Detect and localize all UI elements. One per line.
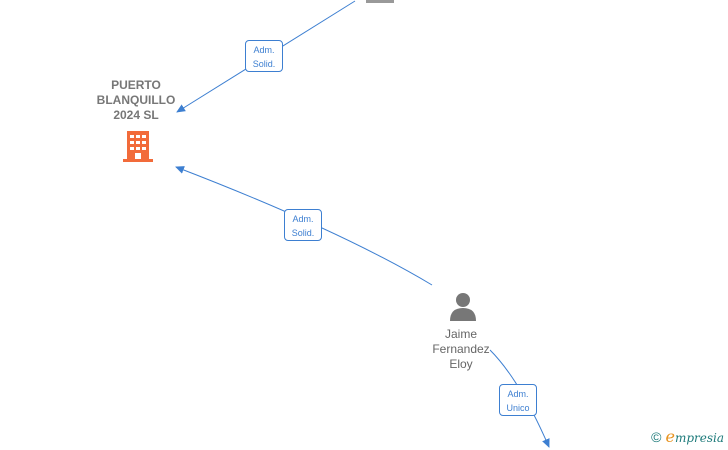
company-name-line-1: PUERTO xyxy=(111,78,161,92)
company-name-line-2: BLANQUILLO xyxy=(96,93,176,107)
person-node-label[interactable]: Jaime Fernandez Eloy xyxy=(416,327,506,372)
offscreen-node-icon xyxy=(366,0,394,3)
edge-bottom-label[interactable]: Adm. Unico xyxy=(499,384,537,416)
edge-top-label[interactable]: Adm. Solid. xyxy=(245,40,283,72)
copyright-icon: © xyxy=(651,429,662,445)
company-node-label[interactable]: PUERTO BLANQUILLO 2024 SL xyxy=(86,78,186,123)
brand-logo-e: e xyxy=(665,427,675,446)
edge-bottom-label-line-2: Unico xyxy=(506,403,530,413)
empresia-watermark: ©empresia xyxy=(651,427,724,446)
edge-bottom-label-line-1: Adm. xyxy=(507,389,529,399)
person-name-line-3: Eloy xyxy=(449,357,473,371)
edge-middle-label-line-2: Solid. xyxy=(291,228,315,238)
company-name-line-3: 2024 SL xyxy=(113,108,159,122)
brand-logo-text: mpresia xyxy=(674,431,724,445)
person-name-line-1: Jaime xyxy=(444,327,477,341)
edge-middle-label[interactable]: Adm. Solid. xyxy=(284,209,322,241)
person-name-line-2: Fernandez xyxy=(432,342,490,356)
edge-top-label-line-1: Adm. xyxy=(253,45,275,55)
edge-middle-label-line-1: Adm. xyxy=(292,214,314,224)
building-icon[interactable] xyxy=(121,129,155,163)
person-icon[interactable] xyxy=(448,291,478,321)
edge-top-label-line-2: Solid. xyxy=(252,59,276,69)
